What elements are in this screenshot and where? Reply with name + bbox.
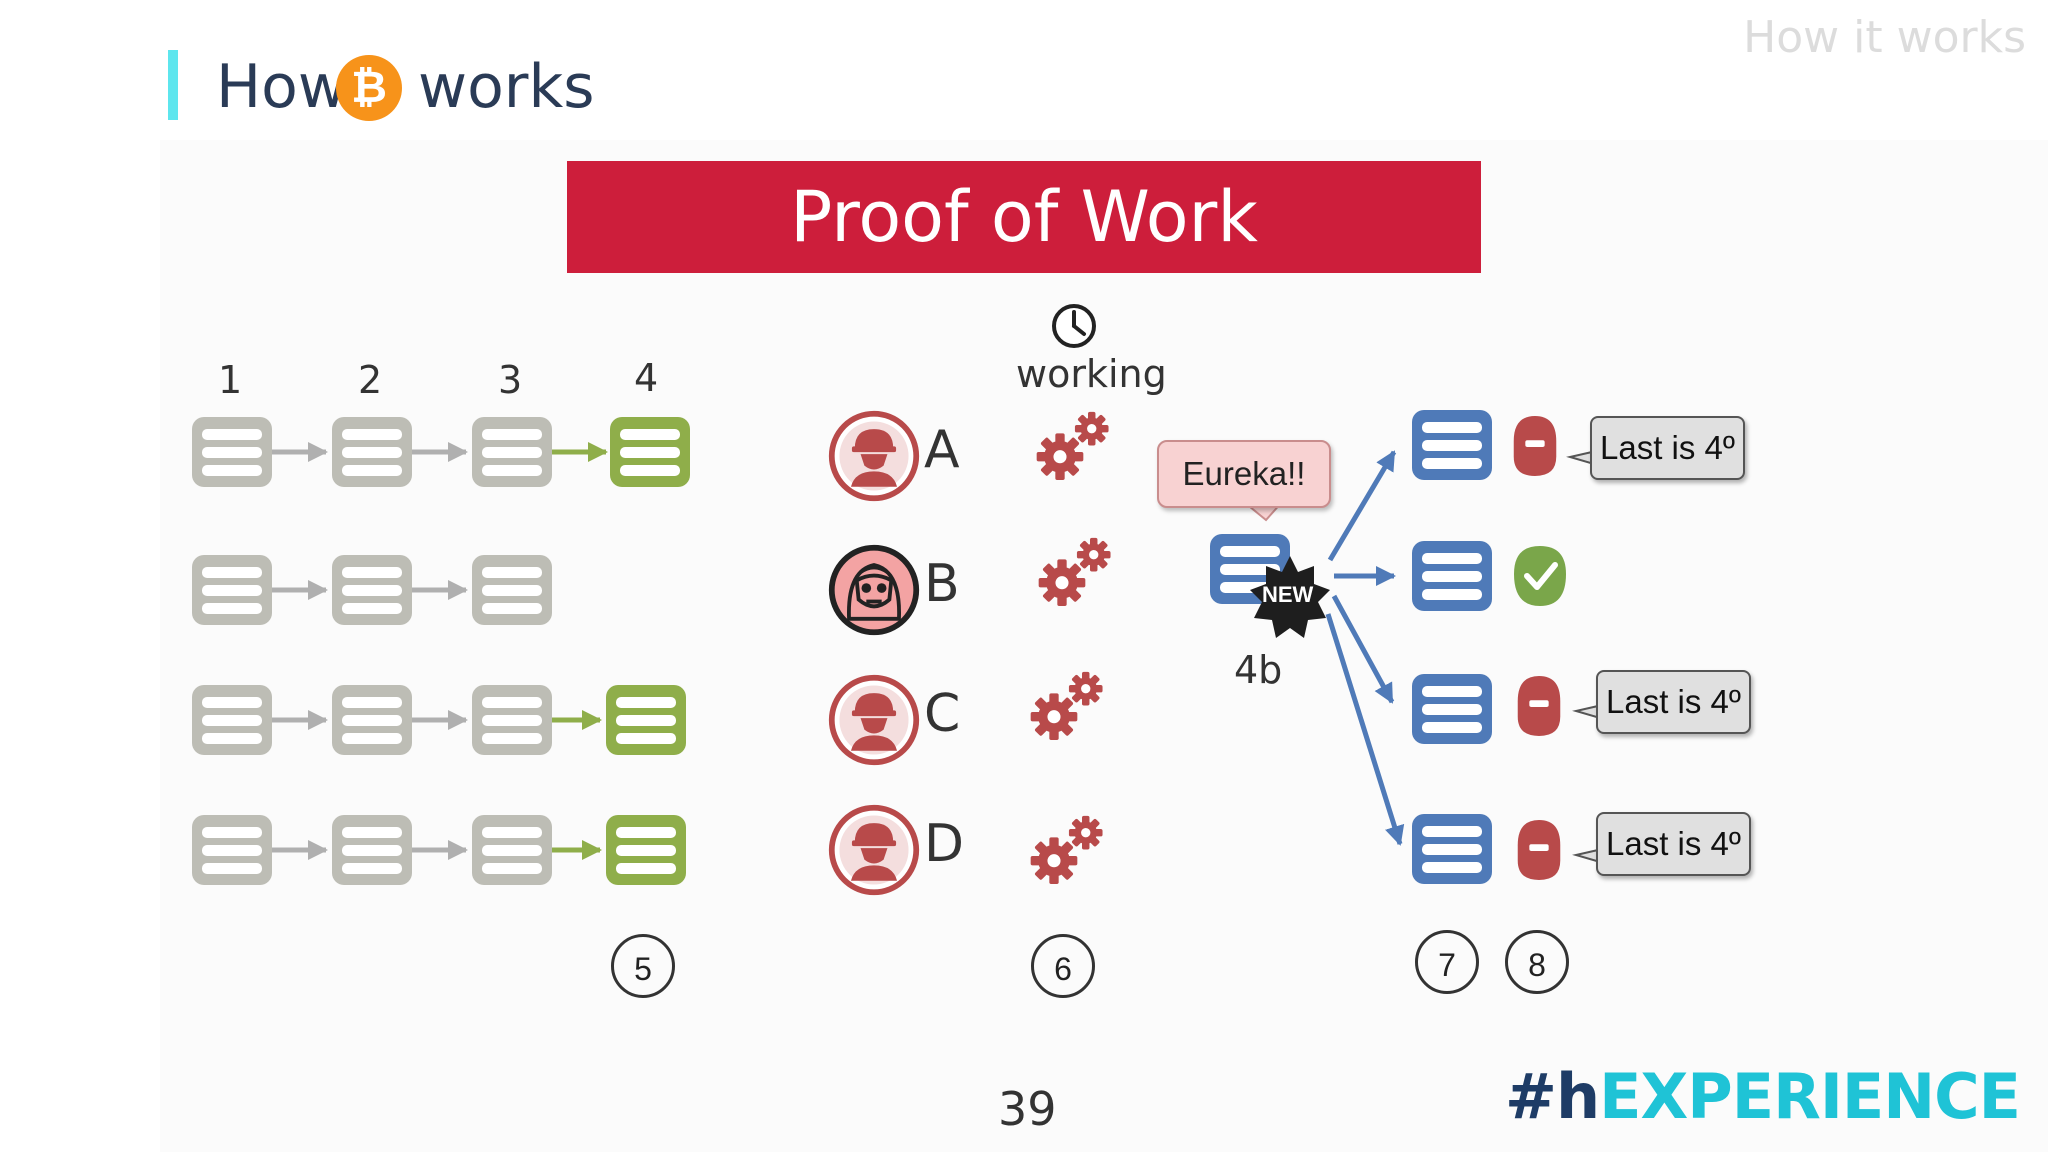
node-block-icon bbox=[1412, 814, 1492, 884]
column-number-3: 3 bbox=[498, 358, 523, 402]
miner-label-c: C bbox=[924, 684, 961, 744]
bitcoin-icon: ₿ bbox=[336, 55, 402, 121]
hacker-icon bbox=[832, 548, 916, 632]
chain-row-3 bbox=[192, 685, 686, 755]
block-icon bbox=[472, 417, 552, 487]
last-block-tag: Last is 4º bbox=[1596, 812, 1751, 876]
column-number-4: 4 bbox=[634, 356, 659, 400]
reject-face-icon bbox=[1513, 416, 1557, 476]
clock-icon bbox=[1052, 304, 1096, 348]
block-icon bbox=[472, 685, 552, 755]
miner-label-b: B bbox=[924, 554, 960, 614]
reject-face-icon bbox=[1517, 676, 1561, 736]
block-icon bbox=[192, 815, 272, 885]
step-number-5: 5 bbox=[611, 934, 675, 998]
gears-icon bbox=[1038, 537, 1111, 607]
block-icon bbox=[192, 555, 272, 625]
eureka-bubble: Eureka!! bbox=[1157, 440, 1331, 508]
node-block-icon bbox=[1412, 674, 1492, 744]
node-block-icon bbox=[1412, 541, 1492, 611]
banner-title: Proof of Work bbox=[567, 161, 1481, 273]
miner-label-d: D bbox=[924, 814, 965, 874]
new-block-icon bbox=[606, 685, 686, 755]
chain-row-1 bbox=[192, 417, 690, 487]
brand-logo: #hEXPERIENCE bbox=[1505, 1060, 2021, 1133]
block-icon bbox=[332, 685, 412, 755]
brand-name: EXPERIENCE bbox=[1599, 1060, 2021, 1133]
content-area bbox=[160, 140, 2048, 1152]
new-block-icon bbox=[606, 815, 686, 885]
section-label: How it works bbox=[1743, 12, 2026, 63]
block-icon bbox=[332, 815, 412, 885]
gears-icon bbox=[1030, 815, 1103, 885]
chain-row-2 bbox=[192, 555, 552, 625]
brand-hash: #h bbox=[1505, 1060, 1600, 1133]
chain-row-4 bbox=[192, 815, 686, 885]
accent-bar bbox=[168, 50, 178, 120]
gears-icon bbox=[1030, 671, 1103, 741]
worker-icon bbox=[832, 414, 916, 498]
step-number-6: 6 bbox=[1031, 934, 1095, 998]
working-label: working bbox=[1016, 352, 1167, 396]
check-icon bbox=[1514, 546, 1566, 606]
block-icon bbox=[332, 555, 412, 625]
broadcast-arrows bbox=[1325, 450, 1405, 846]
worker-icon bbox=[832, 678, 916, 762]
page-number: 39 bbox=[998, 1082, 1057, 1136]
last-block-tag: Last is 4º bbox=[1590, 416, 1745, 480]
new-badge-icon bbox=[1250, 556, 1330, 638]
block-icon bbox=[192, 685, 272, 755]
last-block-tag: Last is 4º bbox=[1596, 670, 1751, 734]
node-block-icon bbox=[1412, 410, 1492, 480]
block-icon bbox=[332, 417, 412, 487]
block-4b-label: 4b bbox=[1234, 648, 1283, 692]
miner-label-a: A bbox=[924, 420, 960, 480]
new-block-icon bbox=[610, 417, 690, 487]
title-word-works: works bbox=[418, 52, 595, 122]
worker-icon bbox=[832, 808, 916, 892]
column-number-1: 1 bbox=[218, 358, 243, 402]
block-icon bbox=[472, 555, 552, 625]
step-number-7: 7 bbox=[1415, 930, 1479, 994]
block-icon bbox=[472, 815, 552, 885]
gears-icon bbox=[1036, 411, 1109, 481]
new-badge-label: NEW bbox=[1262, 582, 1314, 607]
block-icon bbox=[192, 417, 272, 487]
column-number-2: 2 bbox=[358, 358, 383, 402]
step-number-8: 8 bbox=[1505, 930, 1569, 994]
reject-face-icon bbox=[1517, 820, 1561, 880]
title-word-how: How bbox=[216, 52, 347, 122]
